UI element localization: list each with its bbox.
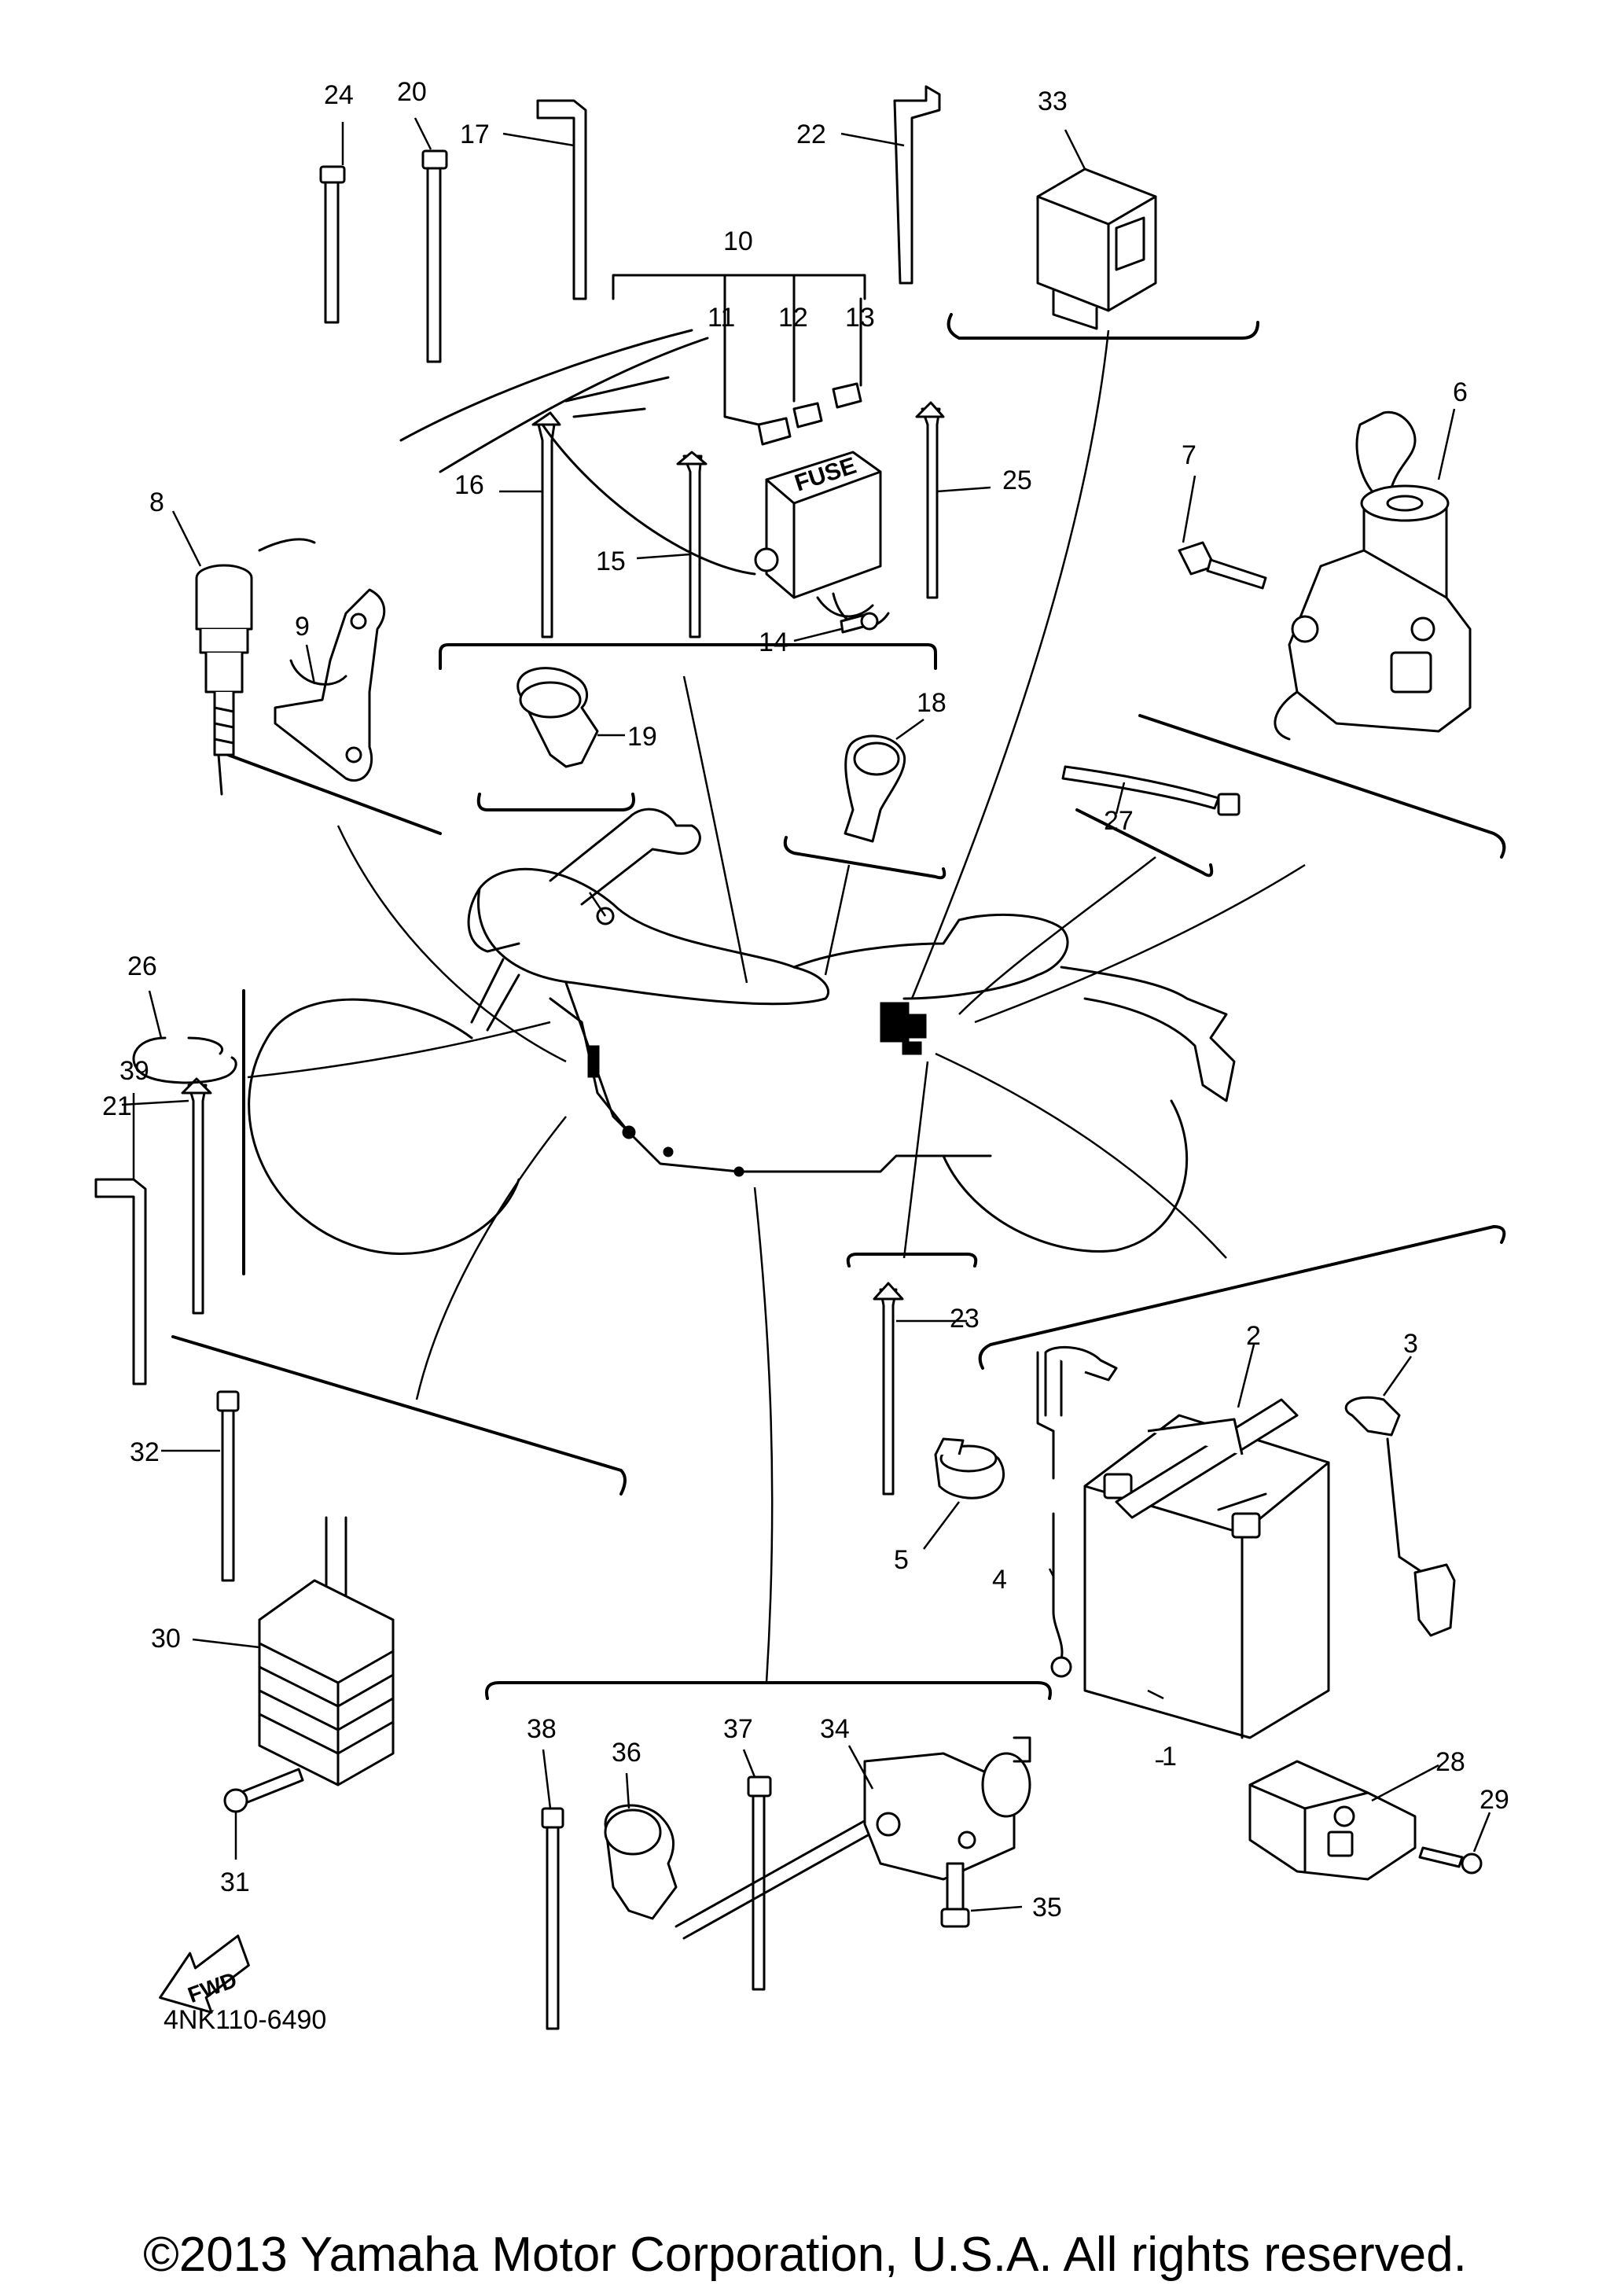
ignition-switch xyxy=(1178,410,1472,741)
bracket-9 xyxy=(274,588,386,782)
cable-tie-27 xyxy=(1061,765,1241,816)
callout-15: 15 xyxy=(596,546,626,576)
bolt-29 xyxy=(1418,1846,1483,1875)
callout-28: 28 xyxy=(1435,1747,1465,1777)
group-brackets xyxy=(171,313,1506,1700)
relay-33 xyxy=(1036,167,1157,330)
callout-25: 25 xyxy=(1002,465,1032,495)
callout-5: 5 xyxy=(894,1545,909,1575)
battery-strap-2 xyxy=(1115,1398,1299,1519)
callout-31: 31 xyxy=(220,1867,250,1897)
clamp-19 xyxy=(516,667,599,768)
cable-ties-top xyxy=(94,85,945,2030)
callout-11: 11 xyxy=(708,303,735,333)
clamp-26 xyxy=(132,1036,237,1084)
callout-30: 30 xyxy=(151,1624,181,1654)
callout-38: 38 xyxy=(527,1714,557,1744)
callout-37: 37 xyxy=(723,1714,753,1744)
callout-8: 8 xyxy=(149,488,164,517)
starter-relay-28 xyxy=(1248,1760,1417,1881)
sensor-switch-8 xyxy=(195,538,316,796)
callout-26: 26 xyxy=(127,951,157,981)
callout-leaders xyxy=(121,117,1491,1912)
clamp-5 xyxy=(934,1437,1005,1499)
callout-3: 3 xyxy=(1403,1329,1418,1359)
clamp-36 xyxy=(604,1804,678,1920)
motorcycle-outline xyxy=(248,808,1236,1255)
callout-32: 32 xyxy=(130,1437,160,1467)
clamp-18 xyxy=(844,734,906,843)
callout-27: 27 xyxy=(1104,806,1134,836)
callout-13: 13 xyxy=(845,303,875,333)
callout-23: 23 xyxy=(950,1304,980,1334)
callout-2: 2 xyxy=(1246,1321,1261,1351)
positive-lead-4 xyxy=(1044,1351,1072,1678)
callout-14: 14 xyxy=(759,627,788,657)
callout-22: 22 xyxy=(796,120,826,149)
callout-24: 24 xyxy=(324,80,354,110)
callout-1: 1 xyxy=(1162,1742,1177,1772)
callout-34: 34 xyxy=(820,1714,850,1744)
sensor-34 xyxy=(675,1736,1031,1940)
callout-20: 20 xyxy=(397,77,427,107)
negative-lead-3 xyxy=(1344,1396,1456,1637)
bracket-fuse-group xyxy=(439,643,937,670)
callout-39: 39 xyxy=(119,1056,149,1086)
callout-18: 18 xyxy=(917,688,947,718)
callout-35: 35 xyxy=(1032,1893,1062,1923)
callout-16: 16 xyxy=(454,470,484,500)
callout-9: 9 xyxy=(295,612,310,642)
callout-17: 17 xyxy=(460,120,490,149)
callout-36: 36 xyxy=(612,1738,641,1768)
callout-33: 33 xyxy=(1038,86,1068,116)
callout-4: 4 xyxy=(992,1565,1007,1595)
battery-cable-top xyxy=(1036,1345,1118,1480)
callout-labels: 1 2 3 4 5 6 7 8 9 10 11 12 13 14 15 16 1… xyxy=(102,77,1509,1923)
callout-19: 19 xyxy=(627,722,657,752)
rectifier-regulator-30 xyxy=(258,1516,395,1786)
callout-6: 6 xyxy=(1453,377,1468,407)
callout-21: 21 xyxy=(102,1091,132,1121)
callout-10: 10 xyxy=(723,226,753,256)
bolt-35 xyxy=(940,1862,970,1928)
callout-29: 29 xyxy=(1480,1785,1509,1815)
fuse-box-assembly: FUSE xyxy=(399,274,890,634)
copyright-notice: ©2013 Yamaha Motor Corporation, U.S.A. A… xyxy=(143,2228,1467,2282)
drawing-code: 4NK110-6490 xyxy=(164,2005,326,2035)
leader-lines xyxy=(247,329,1306,1683)
callout-7: 7 xyxy=(1182,440,1196,470)
callout-12: 12 xyxy=(778,303,808,333)
bolt-31 xyxy=(223,1768,304,1813)
